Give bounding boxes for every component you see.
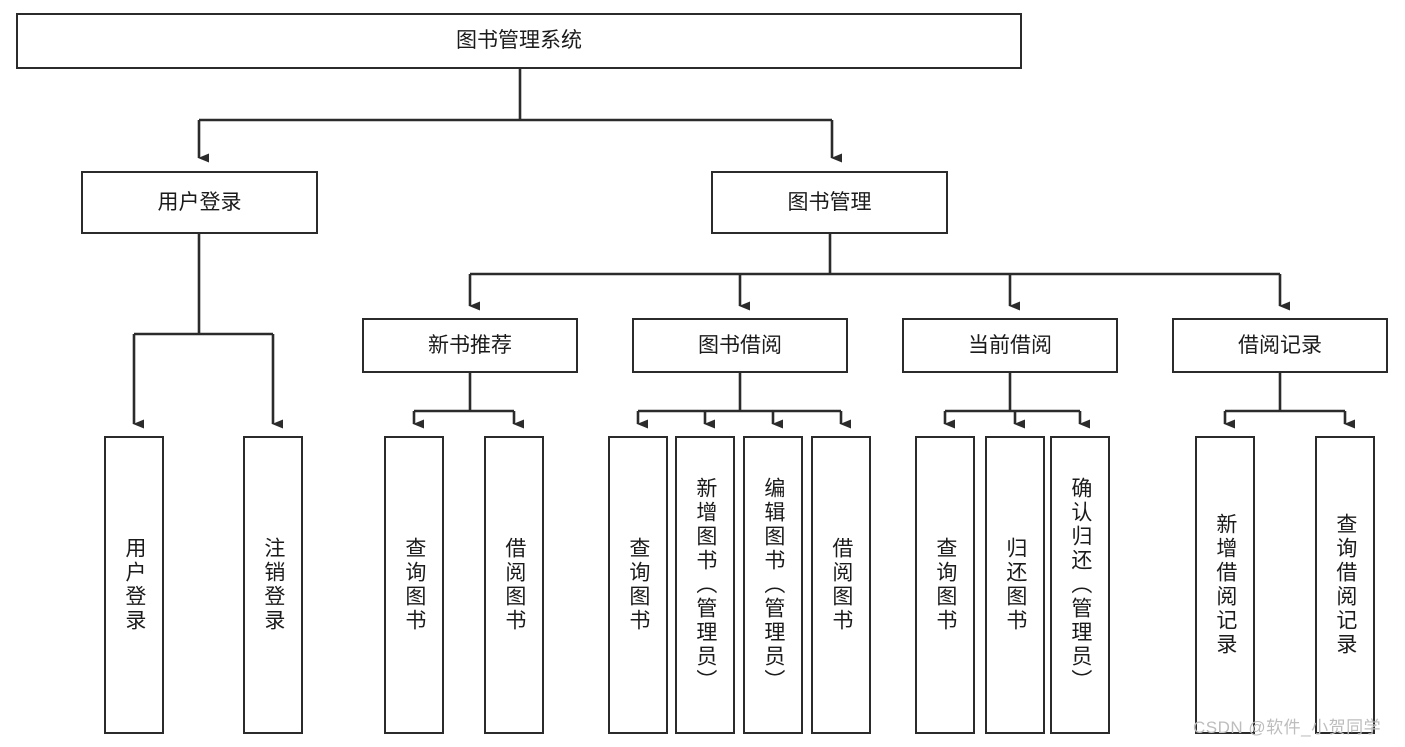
leaf-user-login-logout[interactable]: 注销登录 [243,436,303,734]
node-user-login[interactable]: 用户登录 [81,171,318,234]
leaf-book-borrow-borrow-book[interactable]: 借阅图书 [811,436,871,734]
leaf-new-book-borrow-book[interactable]: 借阅图书 [484,436,544,734]
leaf-borrow-record-query-record[interactable]: 查询借阅记录 [1315,436,1375,734]
leaf-user-login-login[interactable]: 用户登录 [104,436,164,734]
leaf-current-borrow-query-book[interactable]: 查询图书 [915,436,975,734]
leaf-book-borrow-add-book-admin[interactable]: 新增图书（管理员） [675,436,735,734]
leaf-book-borrow-edit-book-admin[interactable]: 编辑图书（管理员） [743,436,803,734]
leaf-new-book-query-book[interactable]: 查询图书 [384,436,444,734]
node-book-borrow[interactable]: 图书借阅 [632,318,848,373]
node-book-management[interactable]: 图书管理 [711,171,948,234]
leaf-book-borrow-query-book[interactable]: 查询图书 [608,436,668,734]
leaf-current-borrow-return-book[interactable]: 归还图书 [985,436,1045,734]
node-current-borrow[interactable]: 当前借阅 [902,318,1118,373]
leaf-borrow-record-add-record[interactable]: 新增借阅记录 [1195,436,1255,734]
leaf-current-borrow-confirm-return-admin[interactable]: 确认归还（管理员） [1050,436,1110,734]
node-borrow-record[interactable]: 借阅记录 [1172,318,1388,373]
node-new-book-recommend[interactable]: 新书推荐 [362,318,578,373]
node-root-book-management-system[interactable]: 图书管理系统 [16,13,1022,69]
csdn-watermark: CSDN @软件_小贺同学 [1193,718,1382,737]
